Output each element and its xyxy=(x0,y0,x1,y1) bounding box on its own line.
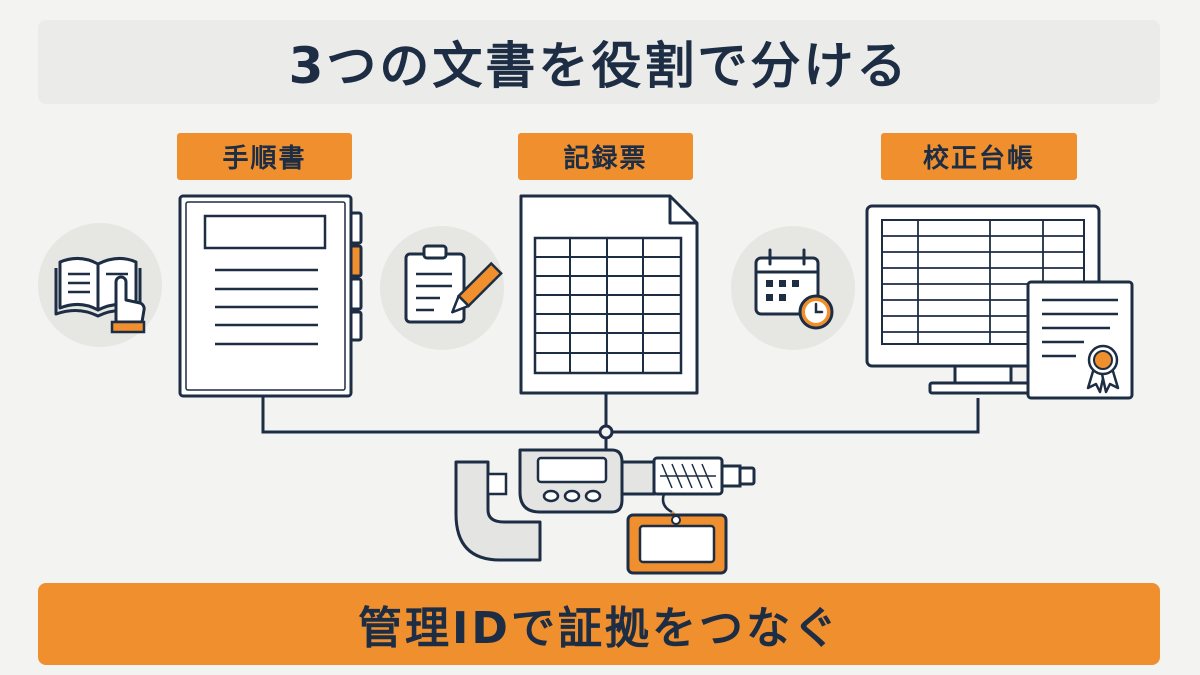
id-tag-icon xyxy=(626,513,728,575)
junction-dot xyxy=(598,424,614,440)
title-bar: 3つの文書を役割で分ける xyxy=(38,20,1160,104)
calendar-clock-icon xyxy=(731,226,855,350)
procedure-manual-document xyxy=(178,194,363,398)
footer-bar: 管理IDで証拠をつなぐ xyxy=(38,583,1160,665)
page-title: 3つの文書を役割で分ける xyxy=(288,37,910,95)
label-procedure-manual: 手順書 xyxy=(177,133,352,180)
label-calibration-ledger: 校正台帳 xyxy=(881,133,1077,180)
clipboard-pencil-icon xyxy=(380,226,504,350)
record-sheet-document xyxy=(519,194,699,395)
micrometer-icon xyxy=(454,448,756,562)
open-book-pointing-hand-icon xyxy=(38,223,162,347)
label-record-sheet: 記録票 xyxy=(518,133,693,180)
connector-lines xyxy=(261,393,980,452)
calibration-ledger-document xyxy=(865,204,1134,400)
footer-message: 管理IDで証拠をつなぐ xyxy=(358,603,840,654)
